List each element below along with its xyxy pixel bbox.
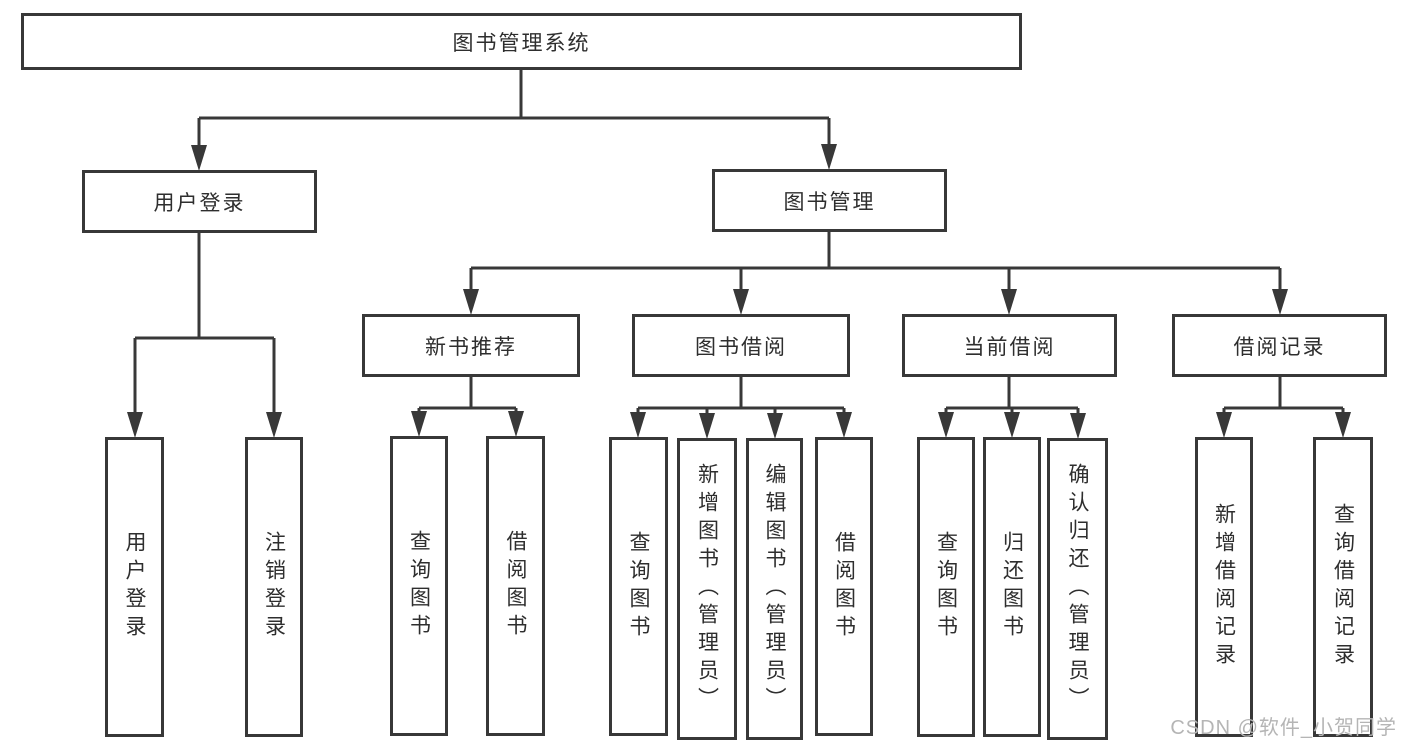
leaf-borrow-query-books: 查询图书	[609, 437, 668, 736]
leaf-borrow-books: 借阅图书	[815, 437, 873, 736]
node-book-management: 图书管理	[712, 169, 947, 232]
leaf-return-books: 归还图书	[983, 437, 1041, 737]
leaf-logout: 注销登录	[245, 437, 303, 737]
csdn-watermark: CSDN @软件_小贺同学	[1170, 717, 1397, 739]
leaf-current-query-books: 查询图书	[917, 437, 975, 737]
leaf-query-borrow-record: 查询借阅记录	[1313, 437, 1373, 737]
node-user-login: 用户登录	[82, 170, 317, 233]
node-current-borrow: 当前借阅	[902, 314, 1117, 377]
node-book-borrow: 图书借阅	[632, 314, 850, 377]
leaf-rec-query-books: 查询图书	[390, 436, 448, 736]
leaf-user-login: 用户登录	[105, 437, 164, 737]
node-borrow-record: 借阅记录	[1172, 314, 1387, 377]
leaf-add-borrow-record: 新增借阅记录	[1195, 437, 1253, 737]
leaf-rec-borrow-books: 借阅图书	[486, 436, 545, 736]
arrowhead-icons	[127, 144, 1351, 439]
leaf-add-books-admin: 新增图书（管理员）	[677, 438, 737, 740]
leaf-edit-books-admin: 编辑图书（管理员）	[746, 438, 803, 740]
node-root-system: 图书管理系统	[21, 13, 1022, 70]
node-new-book-recommend: 新书推荐	[362, 314, 580, 377]
leaf-confirm-return-admin: 确认归还（管理员）	[1047, 438, 1108, 740]
